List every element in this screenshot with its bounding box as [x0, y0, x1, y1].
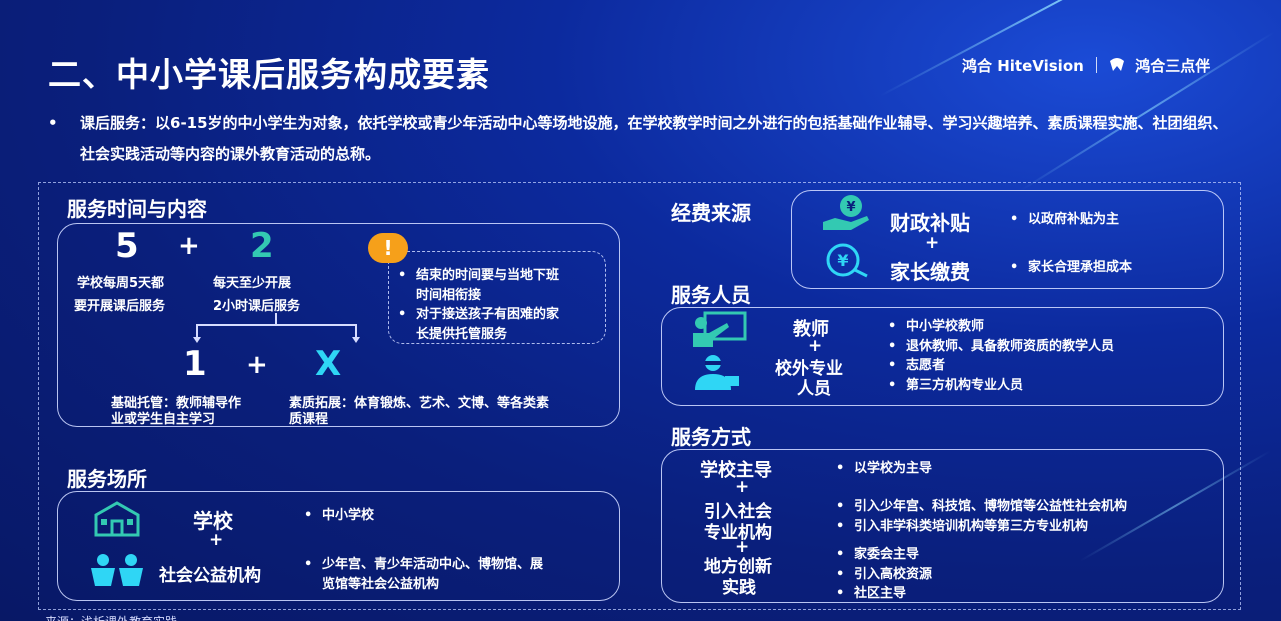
warning-icon: !: [368, 233, 408, 263]
venue-school-item: 中小学校: [302, 506, 374, 526]
arrow-head-icon: [352, 337, 360, 343]
connector-line: [196, 324, 356, 326]
connector-line: [275, 313, 277, 325]
children-icon: [86, 552, 148, 592]
letter-x: X: [315, 344, 342, 384]
logo-partner: 鸿合三点伴: [1108, 55, 1210, 76]
teacher-board-icon: [691, 311, 747, 353]
desc-x-line1: 素质拓展：体育锻炼、艺术、文博、等各类素: [289, 396, 550, 411]
svg-text:¥: ¥: [846, 200, 855, 215]
note-item: 对于接送孩子有困难的家: [396, 305, 559, 325]
section-heading-mode: 服务方式: [671, 425, 751, 449]
connector-line: [196, 324, 198, 338]
svg-text:¥: ¥: [837, 251, 848, 270]
number-five: 5: [115, 226, 139, 266]
desc-one-line1: 基础托管：教师辅导作: [111, 396, 242, 411]
desc-five-line2: 要开展课后服务: [74, 299, 166, 314]
logo-hitevision-text: 鸿合 HiteVision: [962, 57, 1084, 75]
staff-teacher-label: 教师: [793, 319, 829, 340]
note-item-continued: 长提供托管服务: [416, 326, 508, 342]
source-note: 来源：浅析课外教育实践: [45, 613, 177, 621]
number-one: 1: [183, 344, 207, 384]
mode-school-led: 学校主导: [700, 460, 772, 481]
plus-sign: +: [735, 537, 750, 557]
payment-coin-icon: ¥: [819, 240, 871, 284]
note-item-continued: 时间相衔接: [416, 287, 482, 303]
mode-local-list: 家委会主导 引入高校资源 社区主导: [834, 545, 932, 604]
mode-panel: [661, 449, 1224, 603]
connector-line: [355, 324, 357, 338]
staff-external-line2: 人员: [797, 379, 831, 399]
notes-box: [388, 251, 606, 344]
funding-parent-label: 家长缴费: [890, 260, 970, 284]
funding-gov-label: 财政补贴: [890, 211, 970, 235]
logo-hitevision: 鸿合 HiteVision: [962, 55, 1084, 76]
content-frame: [38, 182, 1241, 610]
venue-panel: [57, 491, 620, 601]
arrow-head-icon: [193, 337, 201, 343]
desc-x-line2: 质课程: [289, 412, 329, 427]
staff-external-line1: 校外专业: [775, 359, 843, 379]
funding-parent-list: 家长合理承担成本: [1008, 258, 1132, 278]
intro-text: 课后服务：以6-15岁的中小学生为对象，依托学校或青少年活动中心等场地设施，在学…: [80, 114, 1228, 163]
venue-org-item-continued: 览馆等社会公益机构: [322, 576, 440, 592]
intro-bullet: •: [48, 114, 58, 132]
mode-social-list: 引入少年宫、科技馆、博物馆等公益性社会机构 引入非学科类培训机构等第三方专业机构: [834, 497, 1127, 536]
mode-local-item: 家委会主导: [834, 545, 932, 565]
plus-sign: +: [246, 350, 268, 380]
desc-five-line1: 学校每周5天都: [77, 276, 165, 291]
staff-item: 中小学校教师: [886, 317, 1114, 337]
subsidy-hand-icon: ¥: [821, 194, 871, 236]
mode-local-line2: 实践: [722, 578, 756, 598]
venue-school-label: 学校: [193, 509, 233, 533]
mode-social-item: 引入非学科类培训机构等第三方专业机构: [834, 517, 1127, 537]
staff-item: 退休教师、具备教师资质的教学人员: [886, 337, 1114, 357]
funding-parent-item: 家长合理承担成本: [1008, 258, 1132, 278]
plus-sign: +: [178, 231, 200, 261]
section-heading-funding: 经费来源: [671, 201, 751, 225]
mode-local-item: 社区主导: [834, 584, 932, 604]
venue-org-label: 社会公益机构: [159, 566, 261, 586]
staff-item: 志愿者: [886, 356, 1114, 376]
plus-sign: +: [735, 477, 750, 497]
time-content-panel: [57, 223, 620, 427]
staff-item: 第三方机构专业人员: [886, 376, 1114, 396]
mode-local-line1: 地方创新: [704, 557, 772, 577]
staff-list: 中小学校教师 退休教师、具备教师资质的教学人员 志愿者 第三方机构专业人员: [886, 317, 1114, 395]
funding-panel: [791, 190, 1224, 289]
plus-sign: +: [808, 336, 823, 356]
school-building-icon: [92, 501, 142, 541]
section-heading-staff: 服务人员: [671, 283, 751, 307]
desc-one-line2: 业或学生自主学习: [111, 412, 216, 427]
number-two: 2: [250, 226, 274, 266]
logo-divider: [1096, 57, 1097, 73]
staff-panel: [661, 307, 1224, 406]
plus-sign: +: [925, 233, 940, 253]
mode-school-item: 以学校为主导: [834, 459, 932, 479]
section-heading-time-content: 服务时间与内容: [67, 197, 207, 221]
section-heading-venue: 服务场所: [67, 467, 147, 491]
partner-logo-icon: [1108, 57, 1126, 73]
venue-school-list: 中小学校: [302, 506, 374, 526]
plus-sign: +: [209, 530, 224, 550]
mode-social-line1: 引入社会: [704, 502, 772, 522]
page-title: 二、中小学课后服务构成要素: [48, 55, 490, 94]
note-item: 结束的时间要与当地下班: [396, 266, 559, 286]
venue-org-item: 少年宫、青少年活动中心、博物馆、展: [302, 555, 543, 575]
notes-list: 结束的时间要与当地下班 时间相衔接 对于接送孩子有困难的家 长提供托管服务: [396, 266, 559, 344]
funding-gov-list: 以政府补贴为主: [1008, 210, 1119, 230]
mode-school-list: 以学校为主导: [834, 459, 932, 479]
funding-gov-item: 以政府补贴为主: [1008, 210, 1119, 230]
mode-social-line2: 专业机构: [704, 523, 772, 543]
desc-two-line2: 2小时课后服务: [213, 299, 301, 314]
mode-local-item: 引入高校资源: [834, 565, 932, 585]
professional-person-icon: [691, 352, 741, 394]
logo-partner-text: 鸿合三点伴: [1135, 57, 1211, 75]
venue-org-list: 少年宫、青少年活动中心、博物馆、展 览馆等社会公益机构: [302, 555, 543, 594]
desc-two-line1: 每天至少开展: [213, 276, 292, 291]
mode-social-item: 引入少年宫、科技馆、博物馆等公益性社会机构: [834, 497, 1127, 517]
